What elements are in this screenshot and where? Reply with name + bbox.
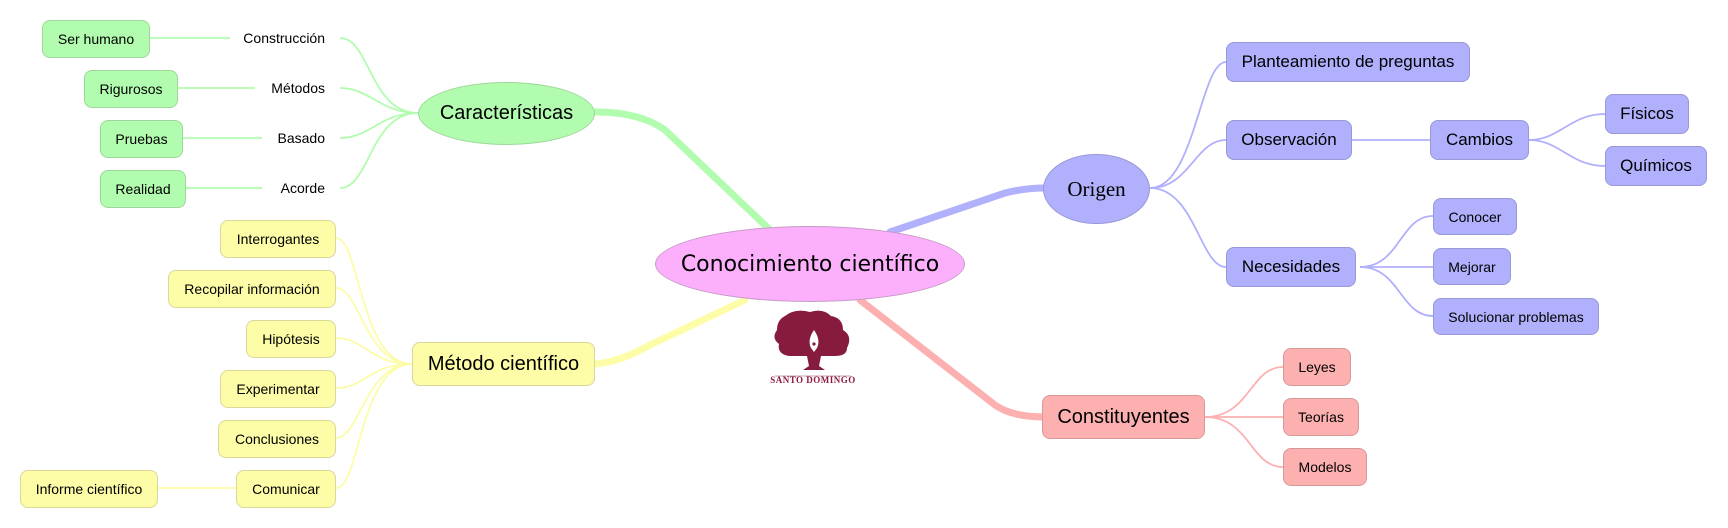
- leaf-conocer[interactable]: Conocer: [1433, 198, 1517, 235]
- subtopic-observacion[interactable]: Observación: [1226, 120, 1352, 160]
- topic-label: Método científico: [427, 352, 580, 375]
- subtopic-label: Métodos: [271, 80, 325, 96]
- link-center-constituyentes: [856, 296, 1049, 421]
- leaf-modelos[interactable]: Modelos: [1283, 448, 1367, 486]
- subtopic-cambios[interactable]: Cambios: [1430, 120, 1529, 160]
- link-center-metodo: [591, 296, 749, 368]
- topic-label: Origen: [1067, 176, 1126, 201]
- leaf-label: Químicos: [1620, 156, 1692, 175]
- leaf-label: Ser humano: [57, 31, 135, 47]
- subtopic-label: Hipótesis: [262, 331, 320, 347]
- subtopic-planteamiento-de-preguntas[interactable]: Planteamiento de preguntas: [1226, 42, 1470, 82]
- topic-caracteristicas[interactable]: Características: [418, 82, 595, 145]
- subtopic-label: Experimentar: [236, 381, 320, 397]
- leaf-pruebas[interactable]: Pruebas: [100, 120, 183, 158]
- subtopic-label: Acorde: [280, 180, 325, 196]
- leaf-label: Rigurosos: [99, 81, 163, 97]
- subtopic-experimentar[interactable]: Experimentar: [220, 370, 336, 408]
- topic-metodo-cientifico[interactable]: Método científico: [412, 342, 595, 386]
- leaf-label: Físicos: [1620, 104, 1674, 123]
- constituyentes-links: [1204, 366, 1284, 468]
- logo-text: SANTO DOMINGO: [770, 375, 856, 385]
- leaf-label: Leyes: [1298, 359, 1336, 375]
- subtopic-basado[interactable]: Basado: [262, 126, 340, 150]
- leaf-realidad[interactable]: Realidad: [100, 170, 186, 208]
- topic-origen[interactable]: Origen: [1043, 154, 1150, 224]
- subtopic-label: Recopilar información: [184, 281, 320, 297]
- subtopic-acorde[interactable]: Acorde: [262, 176, 340, 200]
- subtopic-interrogantes[interactable]: Interrogantes: [220, 220, 336, 258]
- leaf-label: Solucionar problemas: [1448, 308, 1584, 325]
- leaf-teorias[interactable]: Teorías: [1283, 398, 1359, 436]
- leaf-label: Conocer: [1448, 208, 1502, 225]
- subtopic-label: Planteamiento de preguntas: [1241, 52, 1455, 71]
- leaf-label: Modelos: [1298, 459, 1352, 475]
- leaf-mejorar[interactable]: Mejorar: [1433, 248, 1511, 285]
- subtopic-comunicar[interactable]: Comunicar: [236, 470, 336, 508]
- leaf-solucionar-problemas[interactable]: Solucionar problemas: [1433, 298, 1599, 335]
- subtopic-necesidades[interactable]: Necesidades: [1226, 247, 1356, 287]
- subtopic-recopilar-informacion[interactable]: Recopilar información: [168, 270, 336, 308]
- topic-constituyentes[interactable]: Constituyentes: [1042, 395, 1205, 439]
- leaf-label: Realidad: [115, 181, 171, 197]
- subtopic-label: Comunicar: [252, 481, 320, 497]
- leaf-quimicos[interactable]: Químicos: [1605, 146, 1707, 186]
- central-topic-label: Conocimiento científico: [680, 251, 940, 277]
- leaf-ser-humano[interactable]: Ser humano: [42, 20, 150, 58]
- leaf-label: Teorías: [1298, 409, 1344, 425]
- origen-links: [1149, 61, 1606, 317]
- subtopic-conclusiones[interactable]: Conclusiones: [218, 420, 336, 458]
- subtopic-label: Necesidades: [1241, 257, 1341, 276]
- link-center-origen: [886, 184, 1049, 236]
- pen-nib-icon: [809, 330, 819, 352]
- leaf-fisicos[interactable]: Físicos: [1605, 94, 1689, 134]
- subtopic-hipotesis[interactable]: Hipótesis: [246, 320, 336, 358]
- leaf-label: Mejorar: [1448, 258, 1496, 275]
- subtopic-label: Observación: [1241, 130, 1337, 149]
- subtopic-label: Conclusiones: [234, 431, 320, 447]
- topic-label: Constituyentes: [1057, 405, 1190, 428]
- leaf-informe-cientifico[interactable]: Informe científico: [20, 470, 158, 508]
- leaf-label: Pruebas: [115, 131, 168, 147]
- link-center-caracteristicas: [591, 108, 774, 234]
- topic-label: Características: [439, 102, 574, 124]
- caracteristicas-links: [150, 37, 419, 189]
- subtopic-construccion[interactable]: Construcción: [230, 26, 340, 50]
- santo-domingo-logo: [774, 310, 851, 377]
- central-topic[interactable]: Conocimiento científico: [655, 226, 965, 302]
- leaf-label: Informe científico: [35, 481, 143, 497]
- subtopic-label: Interrogantes: [236, 231, 320, 247]
- leaf-leyes[interactable]: Leyes: [1283, 348, 1351, 386]
- leaf-rigurosos[interactable]: Rigurosos: [84, 70, 178, 108]
- subtopic-label: Basado: [277, 130, 325, 146]
- subtopic-metodos[interactable]: Métodos: [255, 76, 340, 100]
- subtopic-label: Cambios: [1445, 130, 1514, 149]
- metodo-links: [158, 237, 413, 489]
- subtopic-label: Construcción: [243, 30, 325, 46]
